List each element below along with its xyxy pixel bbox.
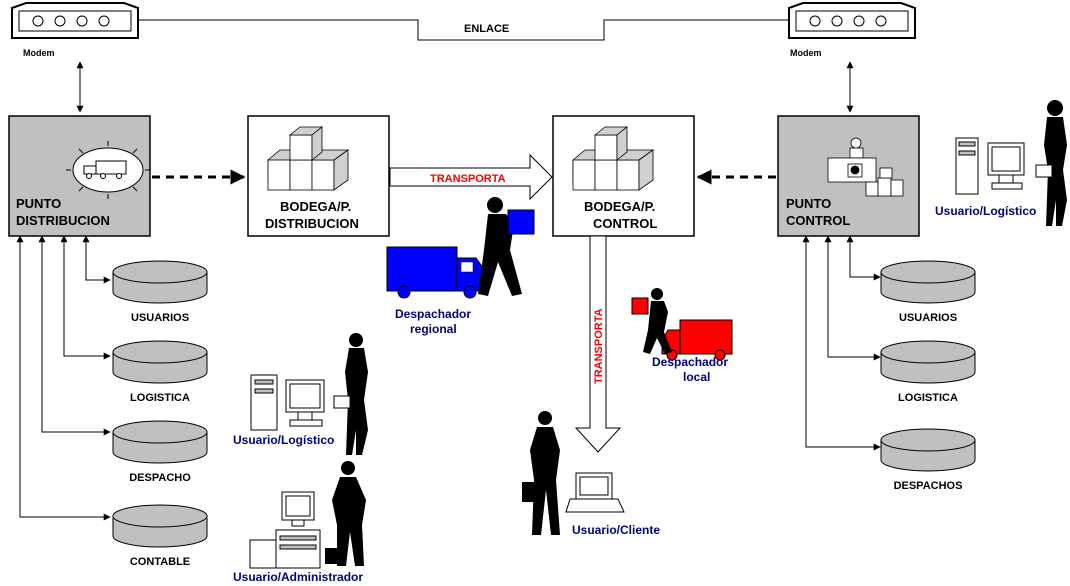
left-despacho-database-label: DESPACHO	[129, 472, 191, 484]
usuario-administrador-label: Usuario/Administrador	[233, 570, 363, 584]
right-db-connectors	[802, 235, 881, 451]
despachador-local-line1: Despachador	[652, 355, 728, 369]
workstation-computer-right-icon	[955, 137, 1025, 195]
bodega-distribucion-node: BODEGA/P. DISTRIBUCION	[247, 115, 390, 237]
modem-right	[788, 2, 916, 39]
delivery-man-local-icon	[631, 288, 672, 354]
admin-computer-icon	[249, 491, 321, 569]
despachador-local-line2: local	[683, 370, 710, 384]
left-contable-database: CONTABLE	[112, 504, 208, 568]
usuario-logistico-left-label: Usuario/Logístico	[233, 433, 334, 447]
right-despachos-database-label: DESPACHOS	[894, 480, 963, 492]
bodega-control-line1: BODEGA/P.	[584, 199, 655, 214]
bodega-distribucion-line1: BODEGA/P.	[280, 199, 351, 214]
punto-control-line1: PUNTO	[786, 196, 831, 211]
left-contable-database-label: CONTABLE	[130, 556, 190, 568]
control-desk-icon	[827, 137, 904, 197]
bodega-control-line2: CONTROL	[593, 216, 657, 231]
right-databases: USUARIOS LOGISTICA DESPACHOS	[880, 260, 976, 492]
right-usuarios-database-label: USUARIOS	[899, 312, 957, 324]
left-usuarios-database-label: USUARIOS	[131, 312, 189, 324]
despachador-regional-line1: Despachador	[395, 307, 471, 321]
delivery-man-regional-icon	[478, 197, 535, 296]
punto-distribucion-node: PUNTO DISTRIBUCION	[8, 115, 151, 237]
right-usuarios-database: USUARIOS	[880, 260, 976, 324]
left-despacho-database: DESPACHO	[112, 420, 208, 484]
left-databases: USUARIOS LOGISTICA DESPACHO CONTABLE	[112, 260, 208, 568]
modem-left-label: Modem	[23, 48, 55, 58]
usuario-logistico-right-label: Usuario/Logístico	[935, 204, 1036, 218]
distribution-truck-icon	[66, 141, 150, 199]
businessman-client-icon	[522, 411, 560, 535]
laptop-icon	[565, 472, 625, 513]
left-db-connectors	[16, 235, 111, 521]
transporta-horizontal-label: TRANSPORTA	[430, 173, 506, 185]
right-logistica-database: LOGISTICA	[880, 340, 976, 404]
bodega-distribucion-line2: DISTRIBUCION	[265, 216, 359, 231]
businesswoman-right-icon	[1035, 100, 1067, 226]
punto-distribucion-line2: DISTRIBUCION	[16, 213, 110, 228]
right-logistica-database-label: LOGISTICA	[898, 392, 958, 404]
modem-left	[11, 2, 139, 39]
despachador-regional-line2: regional	[410, 322, 457, 336]
enlace-link-line	[138, 19, 789, 41]
red-truck-icon	[661, 319, 733, 361]
transporta-vertical-label: TRANSPORTA	[593, 308, 605, 384]
workstation-computer-icon	[250, 374, 325, 431]
businessman-admin-icon	[325, 461, 366, 566]
boxes-icon	[572, 126, 655, 191]
transporta-horizontal-arrow: TRANSPORTA	[389, 153, 553, 201]
enlace-label: ENLACE	[464, 23, 509, 35]
right-despachos-database: DESPACHOS	[880, 428, 976, 492]
punto-distribucion-line1: PUNTO	[16, 196, 61, 211]
boxes-icon	[267, 126, 350, 191]
transporta-vertical-arrow: TRANSPORTA	[574, 235, 622, 453]
punto-control-line2: CONTROL	[786, 213, 850, 228]
left-usuarios-database: USUARIOS	[112, 260, 208, 324]
bodega-control-node: BODEGA/P. CONTROL	[552, 115, 695, 237]
punto-control-node: PUNTO CONTROL	[777, 115, 920, 237]
businesswoman-left-icon	[333, 333, 368, 455]
blue-truck-icon	[386, 246, 487, 299]
left-logistica-database-label: LOGISTICA	[130, 392, 190, 404]
modem-right-label: Modem	[790, 48, 822, 58]
left-logistica-database: LOGISTICA	[112, 340, 208, 404]
usuario-cliente-label: Usuario/Cliente	[572, 523, 660, 537]
